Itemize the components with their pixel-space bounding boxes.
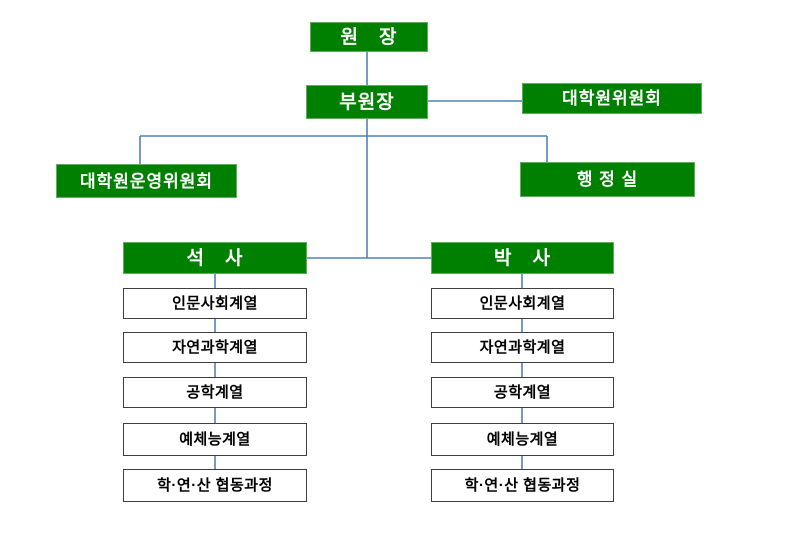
masters-track-engineering: 공학계열 (123, 377, 307, 408)
node-doctoral: 박 사 (431, 242, 614, 274)
doctoral-track-humanities: 인문사회계열 (431, 288, 614, 319)
node-admin-office: 행 정 실 (520, 162, 695, 197)
node-doctoral-label: 박 사 (494, 247, 551, 269)
doctoral-track-label: 예체능계열 (486, 431, 559, 448)
masters-track-arts-sports: 예체능계열 (123, 423, 307, 456)
masters-track-label: 자연과학계열 (172, 339, 258, 356)
node-vice-director: 부원장 (306, 85, 428, 119)
doctoral-track-label: 공학계열 (493, 384, 552, 401)
node-masters-label: 석 사 (186, 247, 244, 269)
masters-track-label: 인문사회계열 (172, 295, 258, 312)
node-director: 원 장 (310, 22, 428, 52)
masters-track-humanities: 인문사회계열 (123, 288, 307, 319)
doctoral-track-engineering: 공학계열 (431, 377, 614, 408)
masters-track-cooperative: 학·연·산 협동과정 (123, 469, 307, 502)
doctoral-track-label: 인문사회계열 (479, 295, 566, 312)
doctoral-track-label: 자연과학계열 (479, 339, 566, 356)
masters-track-label: 예체능계열 (179, 431, 251, 448)
node-masters: 석 사 (123, 242, 307, 274)
masters-track-natural-science: 자연과학계열 (123, 332, 307, 363)
doctoral-track-arts-sports: 예체능계열 (431, 423, 614, 456)
node-grad-committee-label: 대학원위원회 (562, 89, 662, 108)
node-director-label: 원 장 (340, 26, 398, 48)
node-vice-director-label: 부원장 (339, 91, 395, 113)
node-grad-committee: 대학원위원회 (522, 83, 702, 114)
node-admin-office-label: 행 정 실 (576, 170, 639, 189)
doctoral-track-cooperative: 학·연·산 협동과정 (431, 469, 614, 502)
masters-track-label: 학·연·산 협동과정 (157, 477, 273, 494)
doctoral-track-natural-science: 자연과학계열 (431, 332, 614, 363)
doctoral-track-label: 학·연·산 협동과정 (464, 477, 581, 494)
masters-track-label: 공학계열 (186, 384, 244, 401)
node-operating-committee-label: 대학원운영위원회 (79, 171, 214, 191)
node-operating-committee: 대학원운영위원회 (56, 164, 237, 198)
